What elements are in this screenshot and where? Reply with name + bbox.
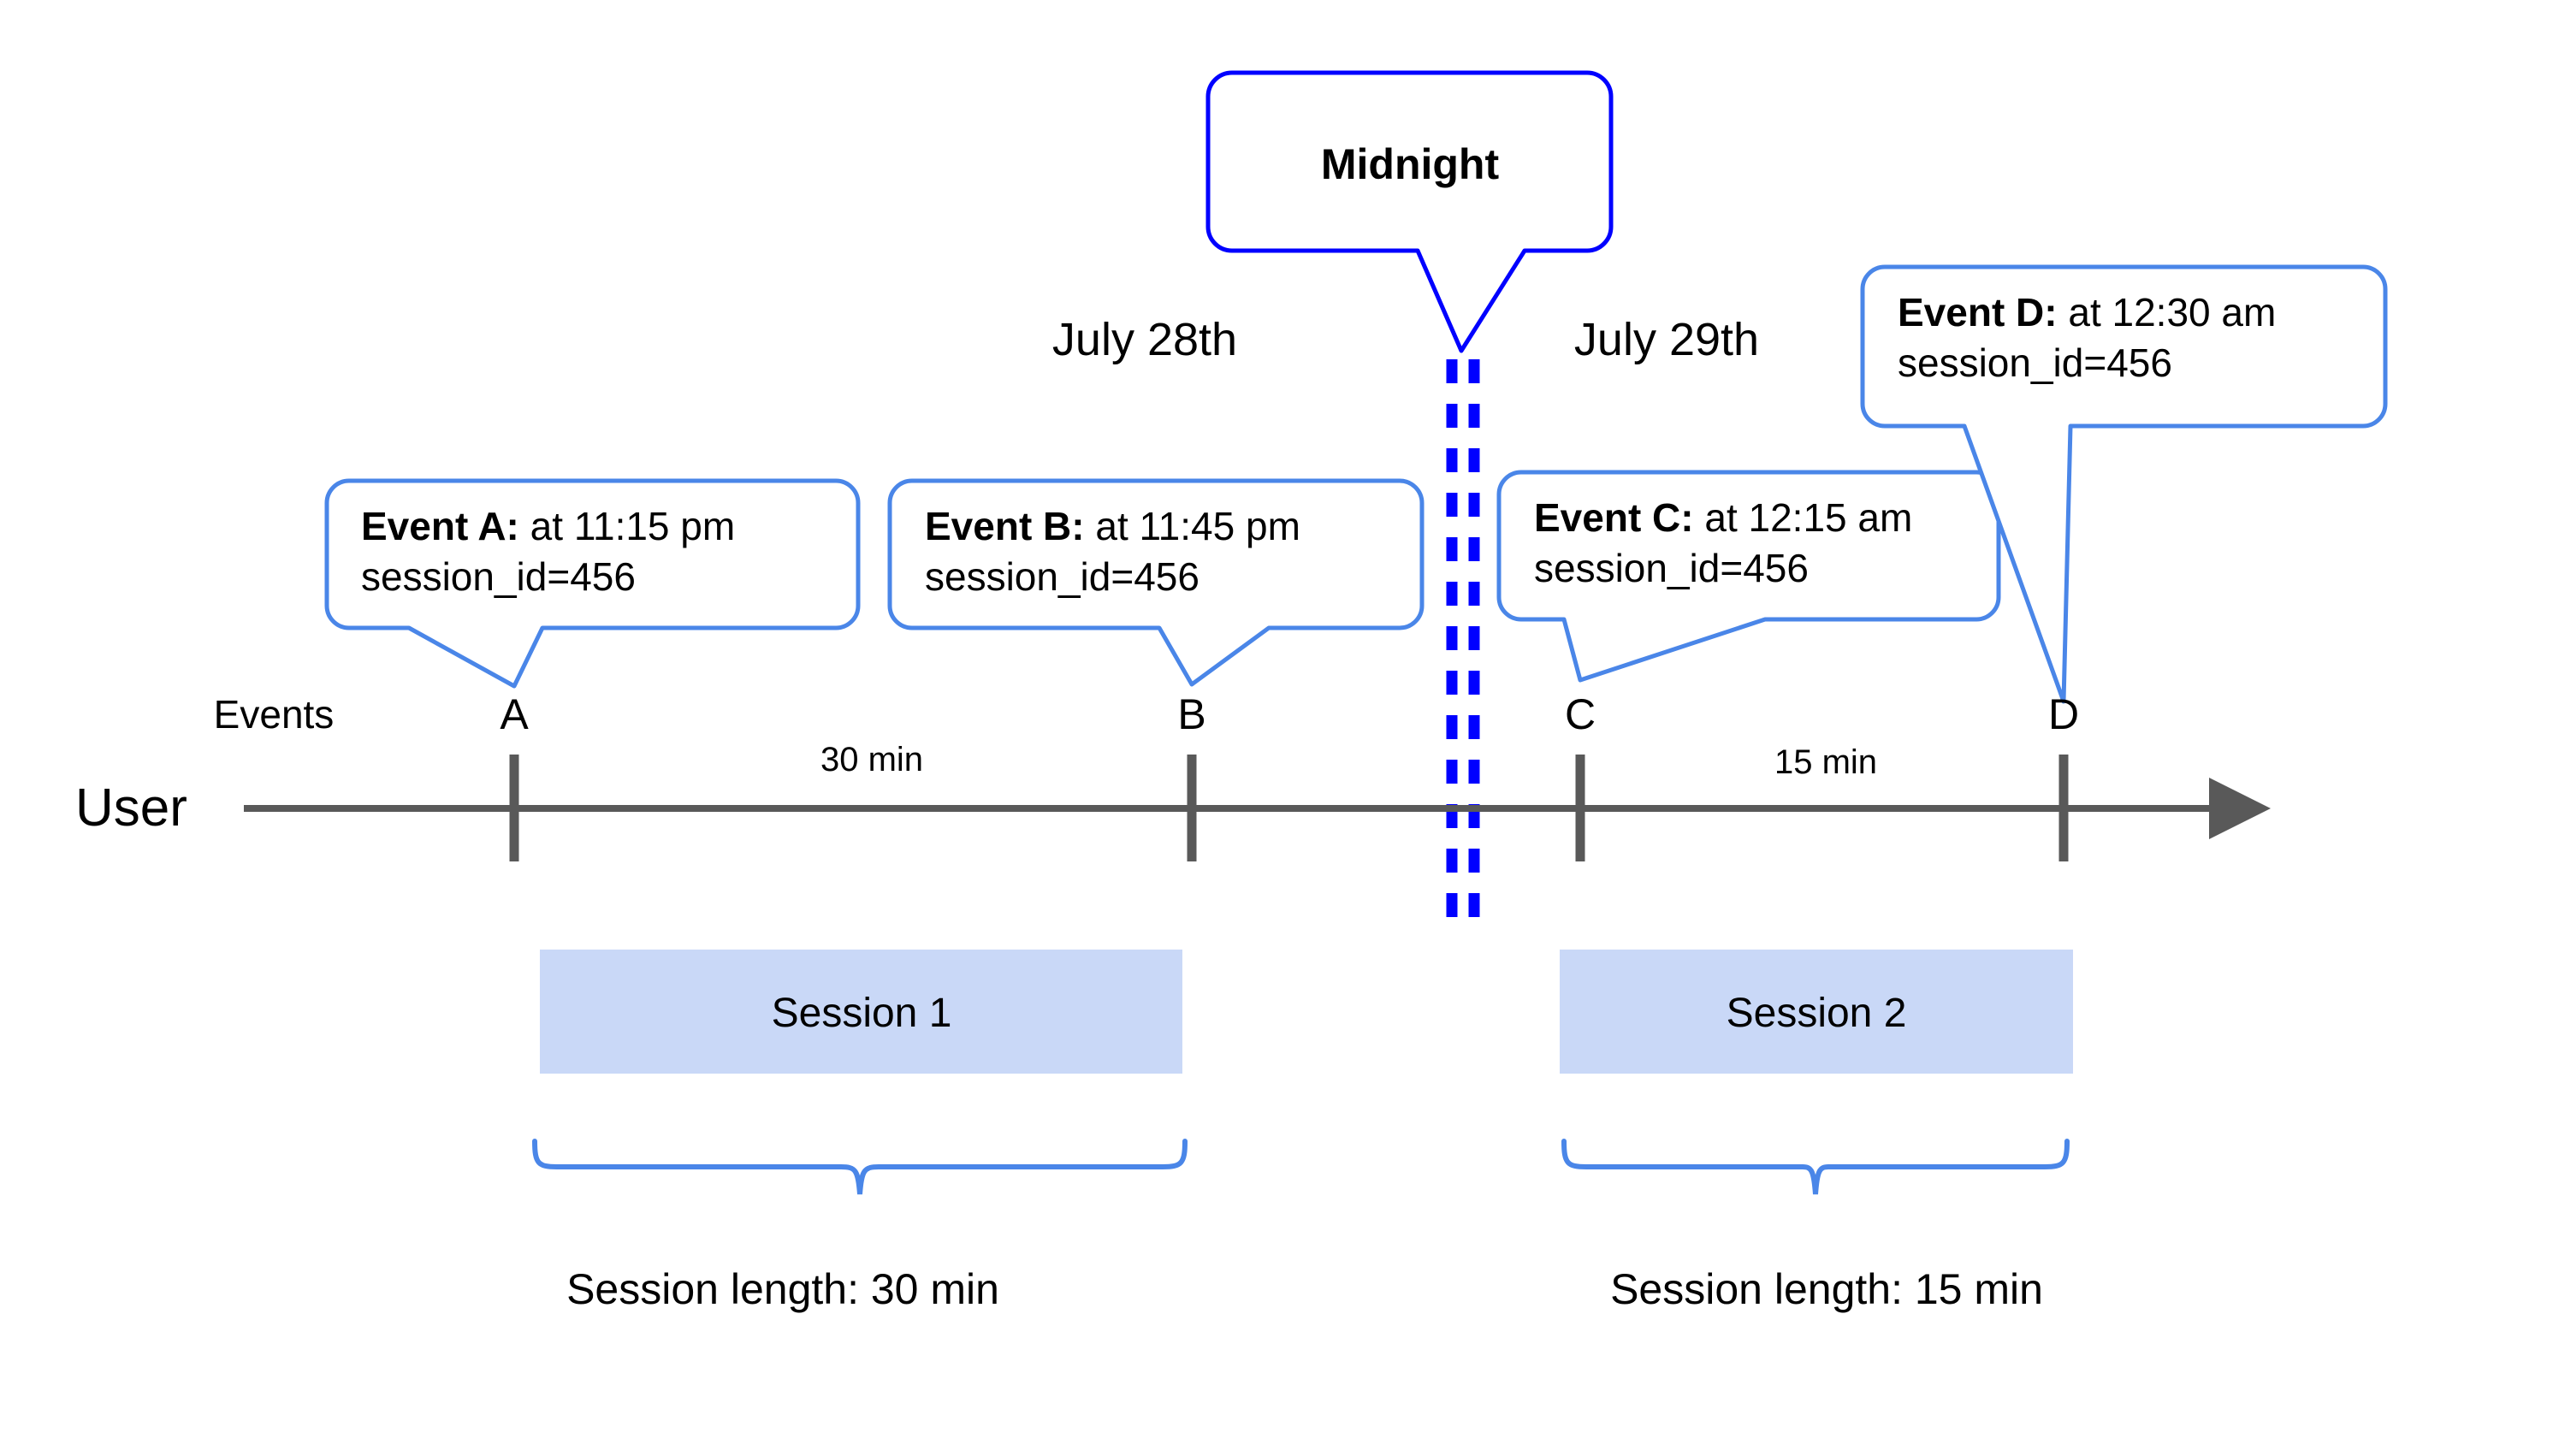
midnight-callout-shape [1205, 70, 1614, 353]
lane-label-user: User [75, 778, 187, 837]
event-d-title: Event D: [1898, 290, 2058, 334]
event-c-time: at 12:15 am [1693, 495, 1913, 540]
event-b-detail: session_id=456 [925, 553, 1199, 599]
event-b-callout-shape [887, 478, 1425, 687]
event-d-callout-text: Event D: at 12:30 am session_id=456 [1898, 287, 2276, 388]
event-a-detail: session_id=456 [361, 553, 636, 599]
session-2-length-label: Session length: 15 min [1610, 1265, 2043, 1313]
session-2-box[interactable] [1560, 950, 2073, 1074]
date-label-right: July 29th [1573, 314, 1760, 365]
event-c-callout-text: Event C: at 12:15 am session_id=456 [1534, 493, 1912, 594]
session-2-brace [1561, 1139, 2070, 1195]
event-a-callout[interactable] [324, 478, 861, 689]
midnight-divider [1446, 359, 1480, 926]
event-b-callout-text: Event B: at 11:45 pm session_id=456 [925, 501, 1300, 602]
lane-label-events: Events [213, 692, 335, 737]
session-1-box[interactable] [540, 950, 1182, 1074]
midnight-label: Midnight [1320, 140, 1500, 188]
event-a-callout-text: Event A: at 11:15 pm session_id=456 [361, 501, 735, 602]
event-a-time: at 11:15 pm [518, 504, 736, 548]
date-label-left: July 28th [1051, 314, 1238, 365]
duration-label-cd: 15 min [1774, 743, 1878, 781]
event-c-title: Event C: [1534, 495, 1694, 540]
event-c-detail: session_id=456 [1534, 545, 1809, 590]
session-1-brace-path [532, 1139, 1188, 1195]
session-1-brace [532, 1139, 1188, 1195]
event-d-detail: session_id=456 [1898, 340, 2172, 385]
tick-label-d: D [2047, 690, 2080, 738]
event-d-callout[interactable] [1860, 264, 2388, 704]
event-b-title: Event B: [925, 504, 1085, 548]
session-1-label: Session 1 [771, 991, 952, 1036]
event-b-time: at 11:45 pm [1084, 504, 1300, 548]
event-d-time: at 12:30 am [2057, 290, 2277, 334]
event-a-title: Event A: [361, 504, 519, 548]
event-b-callout[interactable] [887, 478, 1425, 687]
tick-label-b: B [1177, 690, 1206, 738]
duration-label-ab: 30 min [820, 741, 924, 778]
event-a-callout-shape [324, 478, 861, 689]
session-2-brace-path [1561, 1139, 2070, 1195]
midnight-callout[interactable] [1205, 70, 1614, 353]
event-d-callout-shape [1860, 264, 2388, 704]
session-1-length-label: Session length: 30 min [566, 1265, 999, 1313]
session-2-label: Session 2 [1726, 991, 1907, 1036]
tick-label-a: A [500, 690, 529, 738]
timeline-axis [244, 755, 2271, 861]
tick-label-c: C [1564, 690, 1596, 738]
